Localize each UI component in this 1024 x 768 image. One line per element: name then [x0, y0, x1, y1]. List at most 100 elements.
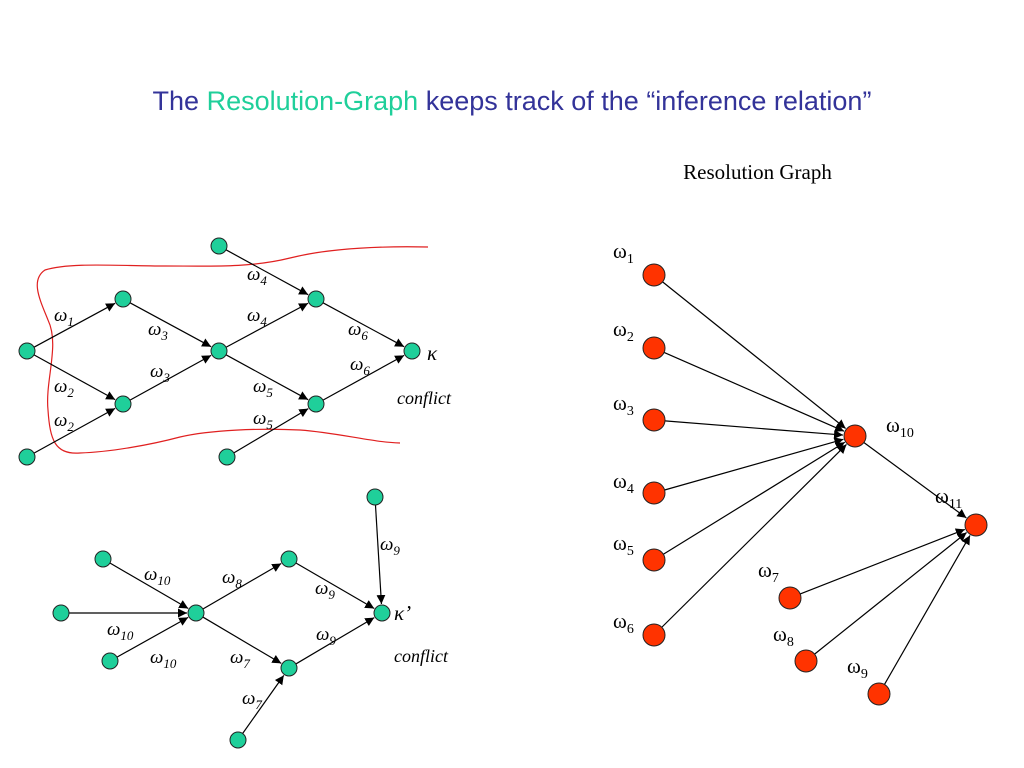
g2-edge	[116, 616, 189, 658]
g1-edge-label: ω6	[350, 354, 370, 378]
g2-edge	[295, 562, 375, 609]
g1-edge	[33, 302, 116, 348]
rg-node-label: ω11	[935, 484, 962, 512]
g2-edge-label: ω10	[107, 619, 134, 643]
title-highlight: Resolution-Graph	[206, 86, 419, 116]
rg-edge	[663, 441, 846, 555]
g2-node[interactable]	[280, 550, 298, 568]
g2-edge-label: ω9	[380, 534, 400, 558]
g2-edge	[202, 616, 282, 664]
g2-edge-label: ω7	[242, 688, 262, 712]
kappa-prime-label: κ’	[394, 601, 411, 625]
rg-node-label: ω3	[613, 391, 634, 419]
rg-node-label: ω10	[886, 413, 914, 441]
rg-edge	[664, 420, 844, 439]
g1-node[interactable]	[210, 342, 228, 360]
rg-node-w11[interactable]	[964, 513, 988, 537]
rg-node-w3[interactable]	[642, 408, 666, 432]
rg-node-w1[interactable]	[642, 263, 666, 287]
g1-edge-label: ω6	[348, 319, 368, 343]
rg-node-w9[interactable]	[867, 682, 891, 706]
g1-edge	[233, 408, 309, 454]
g1-edge	[33, 407, 116, 454]
rg-node-w4[interactable]	[642, 481, 666, 505]
g2-node[interactable]	[229, 731, 247, 749]
g1-edge-label: ω1	[54, 305, 74, 329]
slide-title: The Resolution-Graph keeps track of the …	[0, 86, 1024, 117]
g1-edge	[225, 354, 309, 401]
graph2-edges	[69, 504, 386, 734]
g1-edge-label: ω5	[253, 408, 273, 432]
g2-node[interactable]	[101, 652, 119, 670]
rg-edge	[662, 281, 847, 429]
rg-node-w2[interactable]	[642, 336, 666, 360]
title-pre: The	[152, 86, 207, 116]
g1-edge-label: ω5	[253, 376, 273, 400]
g2-node[interactable]	[366, 488, 384, 506]
g1-node[interactable]	[307, 290, 325, 308]
g1-edge	[129, 302, 212, 348]
graph1-edges	[33, 249, 405, 454]
g2-node[interactable]	[187, 604, 205, 622]
rg-edge	[814, 532, 968, 655]
g2-edge-label: ω9	[316, 624, 336, 648]
rg-node-label: ω9	[847, 654, 868, 682]
rg-node-label: ω5	[613, 531, 634, 559]
rg-node-label: ω1	[613, 239, 634, 267]
g2-edge	[374, 504, 386, 605]
g1-node[interactable]	[307, 395, 325, 413]
rg-node-label: ω4	[613, 469, 634, 497]
g2-edge-label: ω10	[150, 647, 177, 671]
rg-node-w6[interactable]	[642, 623, 666, 647]
rg-edge	[863, 442, 967, 519]
g1-edge	[33, 354, 116, 401]
rg-node-w7[interactable]	[778, 586, 802, 610]
kappa-label: κ	[427, 341, 438, 365]
rg-node-label: ω2	[613, 317, 634, 345]
rg-edge	[663, 351, 845, 432]
g2-node[interactable]	[52, 604, 70, 622]
rg-node-w8[interactable]	[794, 649, 818, 673]
g2-edge-label: ω10	[144, 564, 171, 588]
g1-edge-label: ω3	[148, 319, 168, 343]
g2-edge-label: ω9	[315, 578, 335, 602]
g1-node[interactable]	[18, 448, 36, 466]
g2-edge	[242, 674, 285, 734]
rg-node-w5[interactable]	[642, 548, 666, 572]
g1-edge-label: ω4	[247, 264, 267, 288]
g1-node[interactable]	[18, 342, 36, 360]
g1-node[interactable]	[114, 290, 132, 308]
g2-edge	[202, 563, 282, 610]
rg-node-label: ω8	[773, 622, 794, 650]
resolution-graph-nodes	[642, 263, 988, 706]
g2-node[interactable]	[94, 550, 112, 568]
cut-curve	[36, 246, 429, 454]
g2-node[interactable]	[373, 604, 391, 622]
rg-edge	[883, 535, 971, 685]
g1-edge	[225, 302, 309, 348]
g1-edge-label: ω2	[54, 376, 74, 400]
g1-edge	[225, 249, 309, 296]
rg-node-w10[interactable]	[843, 424, 867, 448]
g2-node[interactable]	[280, 659, 298, 677]
g1-edge	[129, 354, 212, 401]
g1-node[interactable]	[218, 448, 236, 466]
g1-node[interactable]	[403, 342, 421, 360]
rg-edge	[661, 444, 847, 628]
g1-edge	[322, 302, 405, 348]
g1-edge	[322, 354, 405, 401]
g1-node[interactable]	[210, 237, 228, 255]
g2-edge	[109, 562, 189, 609]
rg-edge	[800, 528, 966, 595]
title-post: keeps track of the “inference relation”	[418, 86, 872, 116]
g1-node[interactable]	[114, 395, 132, 413]
g2-edge	[295, 617, 375, 665]
rg-node-label: ω6	[613, 609, 634, 637]
graph2-nodes	[52, 488, 391, 749]
resolution-graph-title: Resolution Graph	[683, 160, 832, 184]
